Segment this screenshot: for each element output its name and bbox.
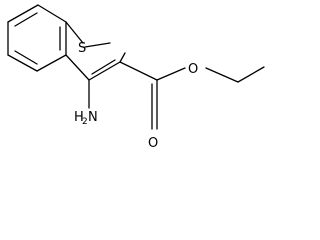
amino-hydrogen-label: H	[74, 110, 84, 125]
double-bond-inner	[91, 59, 116, 75]
ester-bond	[156, 67, 186, 81]
bond	[7, 54, 38, 72]
bond	[119, 52, 126, 63]
amino-nitrogen-label: N	[88, 110, 98, 125]
benzene-ring	[7, 4, 67, 72]
bond-to-carboxyl	[119, 61, 158, 81]
substituents	[88, 61, 265, 130]
bond	[65, 21, 84, 44]
bond	[7, 4, 39, 23]
ester-oxygen-label: O	[188, 62, 198, 77]
bond	[65, 54, 90, 81]
double-bond-inner	[14, 12, 38, 27]
carbonyl-oxygen-label: O	[148, 136, 158, 151]
bond	[37, 4, 67, 23]
amino-subscript-label: 2	[82, 117, 88, 127]
sulfur-atom-label: S	[78, 41, 86, 56]
thiophene-ring	[65, 21, 126, 81]
double-bond-inner	[14, 50, 38, 65]
bond	[84, 42, 111, 48]
bond	[36, 54, 67, 72]
bond	[88, 61, 121, 81]
molecule-structure: S O O H 2 N	[7, 4, 265, 151]
ethyl-bond	[237, 66, 265, 83]
ester-bond	[205, 67, 239, 83]
